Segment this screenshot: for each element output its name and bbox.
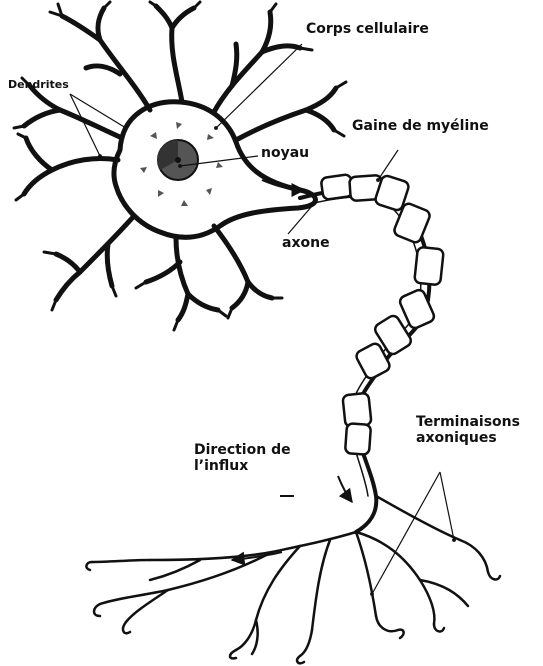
label-gaine-myeline: Gaine de myéline (352, 118, 489, 134)
label-terminaisons-line2: axoniques (416, 430, 520, 446)
label-terminaisons-axoniques: Terminaisons axoniques (416, 414, 520, 446)
label-direction-line2: l’influx (194, 458, 291, 474)
label-terminaisons-line1: Terminaisons (416, 414, 520, 430)
label-noyau: noyau (261, 145, 309, 161)
label-direction-line1: Direction de (194, 442, 291, 458)
label-corps-cellulaire: Corps cellulaire (306, 21, 429, 37)
label-direction-influx: Direction de l’influx (194, 442, 291, 474)
nucleus (157, 140, 198, 180)
myelin-sheath (321, 174, 444, 455)
label-axone: axone (282, 235, 330, 251)
label-dendrites: Dendrites (8, 79, 69, 92)
axon-terminals (86, 496, 500, 663)
